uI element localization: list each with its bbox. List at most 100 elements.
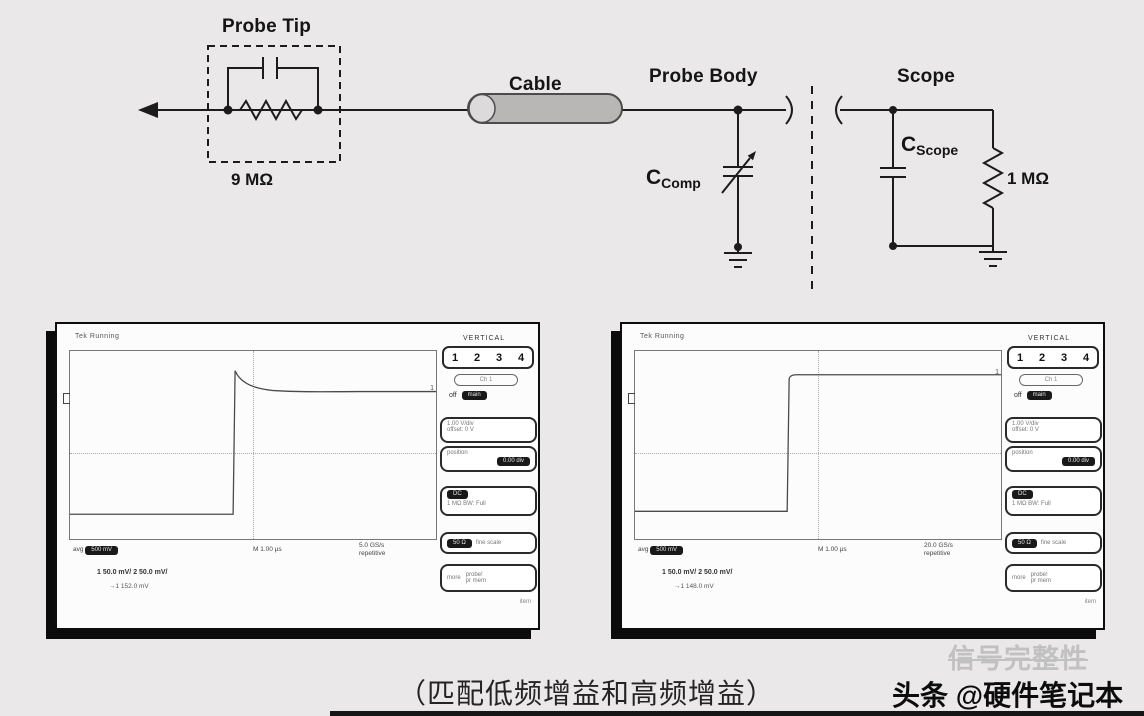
grid-center-horizontal <box>70 452 436 454</box>
channel-buttons: 1 2 3 4 <box>442 346 534 369</box>
vertical-menu-panel: VERTICAL 1 2 3 4 Ch 1 off main 1.00 V/di… <box>439 324 539 628</box>
probe-circuit-schematic <box>138 45 1007 296</box>
c-comp-subscript: Comp <box>661 175 701 191</box>
c-scope-symbol: C <box>901 133 917 156</box>
scope-resistor-value: 1 MΩ <box>1007 169 1049 188</box>
scope-label: Scope <box>897 66 956 87</box>
coupling-box: DC 1 MΩ BW: Full <box>1005 486 1102 516</box>
channel-2-button: 2 <box>1038 351 1046 364</box>
offset-value: offset: 0 V <box>1012 427 1039 433</box>
c-scope-label: CScope <box>901 133 958 158</box>
bottom-edge-bar <box>330 711 1144 716</box>
coupling-box: DC 1 MΩ BW: Full <box>440 486 537 516</box>
scale-value: 1.00 V/div <box>1012 421 1039 427</box>
position-value-pill: 0.00 div <box>1061 457 1095 466</box>
measurement-readout: →1 152.0 mV <box>109 583 149 590</box>
channel-1-button: 1 <box>451 351 459 364</box>
trigger-readout-label: avg <box>638 546 649 553</box>
item-label: item <box>1084 599 1096 605</box>
off-label: off <box>449 392 457 399</box>
termination-value-pill: 50 Ω <box>1012 538 1037 548</box>
signal-arrow-icon <box>138 102 158 118</box>
samplerate-readout: 5.0 GS/s repetitive <box>359 542 385 558</box>
tip-cap-wire-right <box>277 67 319 110</box>
more-label: more <box>1012 575 1026 581</box>
samplerate-readout: 20.0 GS/s repetitive <box>924 542 953 558</box>
step-waveform-compensated <box>635 374 1001 512</box>
cable-body <box>467 93 623 124</box>
display-off-row: off main <box>449 391 533 400</box>
position-label: position <box>447 450 468 456</box>
oscilloscope-screenshot-left: Tek Running 1 VERTICAL 1 2 3 4 Ch 1 off … <box>55 322 540 630</box>
channel-2-button: 2 <box>473 351 481 364</box>
trace-handle-label: 1 <box>430 385 434 392</box>
termination-value-pill: 50 Ω <box>447 538 472 548</box>
ccomp-adjust-arrow <box>721 157 751 194</box>
trigger-readout: avg 500 mV <box>73 546 118 555</box>
caption-text: （匹配低频增益和高频增益） <box>398 678 776 709</box>
scope-resistor-zigzag <box>981 147 1005 209</box>
termination-box: 50 Ω fine scale <box>440 532 537 554</box>
oscilloscope-screenshot-right: Tek Running 1 VERTICAL 1 2 3 4 Ch 1 off … <box>620 322 1105 630</box>
coupling-text: 1 MΩ BW: Full <box>1012 501 1051 507</box>
trigger-readout-value: 500 mV <box>85 546 118 555</box>
item-label: item <box>519 599 531 605</box>
off-label: off <box>1014 392 1022 399</box>
timebase-readout: M 1.00 µs <box>253 546 282 553</box>
grid-center-horizontal <box>635 452 1001 454</box>
acquisition-mode: repetitive <box>359 550 386 557</box>
acquisition-mode: repetitive <box>924 550 951 557</box>
probe-menu-box: more probe! pr mem <box>1005 564 1102 592</box>
channel-scale-readout: 1 50.0 mV/ 2 50.0 mV/ <box>662 569 733 576</box>
node-dot <box>223 105 233 115</box>
probe-body-label: Probe Body <box>649 66 758 87</box>
probe-text-2: pr mem <box>465 578 487 584</box>
position-value-pill: 0.00 div <box>496 457 530 466</box>
off-value-pill: main <box>1026 391 1052 400</box>
waveform-grid: 1 <box>63 350 437 540</box>
watermark-faded: 信号完整性 <box>948 644 1088 674</box>
grid-center-vertical <box>253 351 254 539</box>
channel-select-pill: Ch 1 <box>454 374 518 386</box>
cable-label: Cable <box>509 74 562 95</box>
probe-menu-text: probe! pr mem <box>466 572 486 584</box>
grid-center-vertical <box>818 351 819 539</box>
channel-3-button: 3 <box>495 351 503 364</box>
channel-select-pill: Ch 1 <box>1019 374 1083 386</box>
termination-box: 50 Ω fine scale <box>1005 532 1102 554</box>
trigger-marker-icon <box>628 393 635 404</box>
ccomp-arrowhead-icon <box>747 151 756 161</box>
probe-resistor-value: 9 MΩ <box>231 170 273 189</box>
trigger-readout-value: 500 mV <box>650 546 683 555</box>
termination-text: fine scale <box>475 540 502 546</box>
vertical-menu-panel: VERTICAL 1 2 3 4 Ch 1 off main 1.00 V/di… <box>1004 324 1104 628</box>
measurement-readout: →1 148.0 mV <box>674 583 714 590</box>
sample-rate: 5.0 GS/s <box>359 542 385 549</box>
position-box: position 0.00 div <box>440 446 537 472</box>
probe-tip-dashed-box <box>207 45 341 163</box>
probe-text-1: probe! <box>1030 572 1048 578</box>
trigger-readout-label: avg <box>73 546 84 553</box>
scale-box: 1.00 V/div offset: 0 V <box>1005 417 1102 443</box>
channel-1-button: 1 <box>1016 351 1024 364</box>
channel-4-button: 4 <box>1082 351 1090 364</box>
probe-menu-box: more probe! pr mem <box>440 564 537 592</box>
probe-menu-text: probe! pr mem <box>1031 572 1051 584</box>
probe-text-2: pr mem <box>1030 578 1052 584</box>
coupling-value-pill: DC <box>447 490 468 499</box>
channel-3-button: 3 <box>1060 351 1068 364</box>
step-waveform-overcompensated <box>70 370 436 515</box>
termination-text: fine scale <box>1040 540 1067 546</box>
c-comp-label: CComp <box>646 166 701 191</box>
more-label: more <box>447 575 461 581</box>
off-value-pill: main <box>461 391 487 400</box>
channel-4-button: 4 <box>517 351 525 364</box>
vertical-title: VERTICAL <box>1028 335 1071 342</box>
position-box: position 0.00 div <box>1005 446 1102 472</box>
scope-status-text: Tek Running <box>640 333 685 340</box>
c-comp-symbol: C <box>646 166 662 189</box>
scale-box: 1.00 V/div offset: 0 V <box>440 417 537 443</box>
node-dot <box>889 242 897 250</box>
scope-status-text: Tek Running <box>75 333 120 340</box>
scale-value: 1.00 V/div <box>447 421 474 427</box>
